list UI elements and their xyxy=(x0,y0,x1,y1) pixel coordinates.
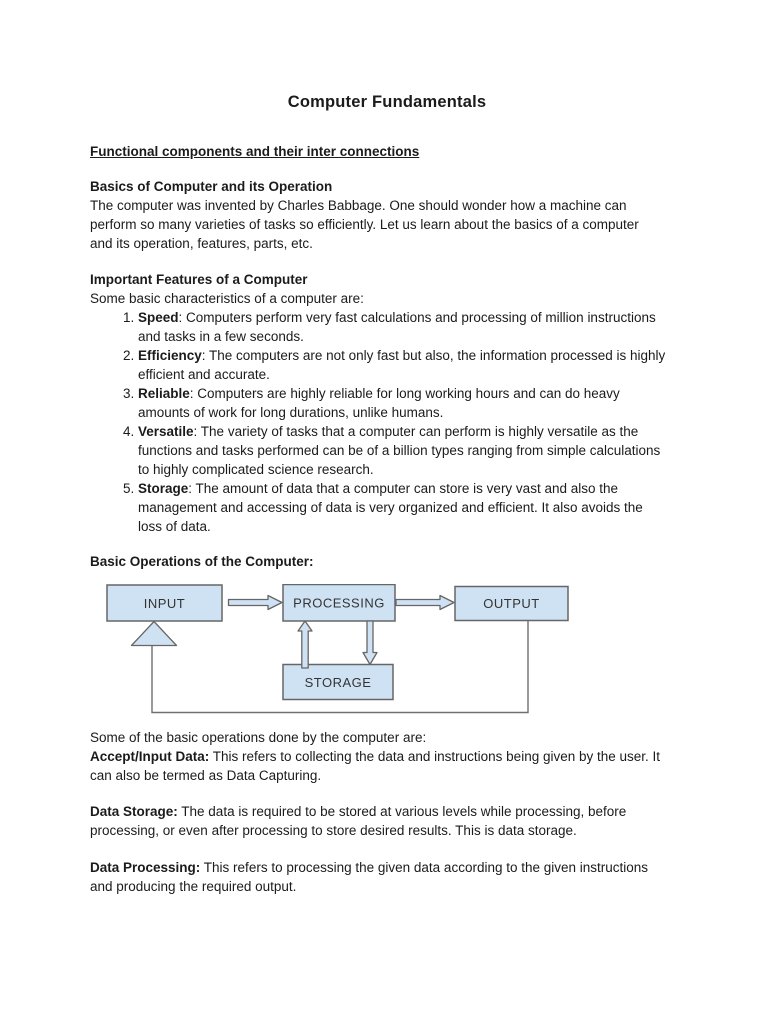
paragraph-lead-term: Data Processing: xyxy=(90,860,201,875)
feature-text: : The computers are not only fast but al… xyxy=(138,348,666,382)
feature-text: : The variety of tasks that a computer c… xyxy=(138,424,661,477)
document-content: Computer Fundamentals Functional compone… xyxy=(90,0,684,896)
document-title: Computer Fundamentals xyxy=(287,93,487,111)
main-section-heading: Functional components and their inter co… xyxy=(90,144,420,159)
basics-paragraph: The computer was invented by Charles Bab… xyxy=(90,198,639,251)
features-heading: Important Features of a Computer xyxy=(90,272,308,287)
output-box-label: OUTPUT xyxy=(483,596,539,611)
operations-intro: Some of the basic operations done by the… xyxy=(90,730,427,745)
processing-box xyxy=(282,584,396,622)
feature-item-efficiency: Efficiency: The computers are not only f… xyxy=(138,346,684,384)
data-storage-paragraph: Data Storage: The data is required to be… xyxy=(90,802,684,840)
feature-text: : The amount of data that a computer can… xyxy=(138,481,643,534)
feature-item-reliable: Reliable: Computers are highly reliable … xyxy=(138,384,684,422)
basic-operations-diagram: INPUT PROCESSING OUTPUT STORAGE xyxy=(106,584,569,714)
feature-text: : Computers perform very fast calculatio… xyxy=(138,310,656,344)
feedback-loop-line xyxy=(151,620,529,714)
data-processing-paragraph: Data Processing: This refers to processi… xyxy=(90,858,684,896)
feature-term: Speed xyxy=(138,310,179,325)
feature-term: Efficiency xyxy=(138,348,202,363)
storage-box xyxy=(282,663,394,701)
feature-term: Versatile xyxy=(138,424,194,439)
output-box xyxy=(454,585,569,622)
processing-to-output-arrow xyxy=(395,594,455,611)
paragraph-lead-term: Accept/Input Data: xyxy=(90,749,210,764)
storage-to-processing-up-arrow xyxy=(297,620,313,669)
features-intro: Some basic characteristics of a computer… xyxy=(90,291,364,306)
feedback-into-input-arrowhead xyxy=(130,620,178,647)
input-box-label: INPUT xyxy=(144,596,186,611)
storage-box-label: STORAGE xyxy=(305,675,372,690)
feature-item-versatile: Versatile: The variety of tasks that a c… xyxy=(138,422,684,479)
feature-text: : Computers are highly reliable for long… xyxy=(138,386,620,420)
feature-term: Storage xyxy=(138,481,189,496)
paragraph-text: This refers to processing the given data… xyxy=(90,860,649,894)
feature-term: Reliable xyxy=(138,386,190,401)
paragraph-text: The data is required to be stored at var… xyxy=(90,804,627,838)
paragraph-lead-term: Data Storage: xyxy=(90,804,178,819)
input-to-processing-arrow xyxy=(227,594,283,611)
input-box xyxy=(106,584,223,622)
processing-to-storage-down-arrow xyxy=(362,620,378,666)
accept-input-data-paragraph: Accept/Input Data: This refers to collec… xyxy=(90,747,684,785)
feature-item-storage: Storage: The amount of data that a compu… xyxy=(138,479,684,536)
feature-item-speed: Speed: Computers perform very fast calcu… xyxy=(138,308,684,346)
paragraph-text: This refers to collecting the data and i… xyxy=(90,749,661,783)
features-list: Speed: Computers perform very fast calcu… xyxy=(90,308,684,536)
operations-heading: Basic Operations of the Computer: xyxy=(90,554,314,569)
basics-heading: Basics of Computer and its Operation xyxy=(90,179,333,194)
processing-box-label: PROCESSING xyxy=(293,596,385,611)
